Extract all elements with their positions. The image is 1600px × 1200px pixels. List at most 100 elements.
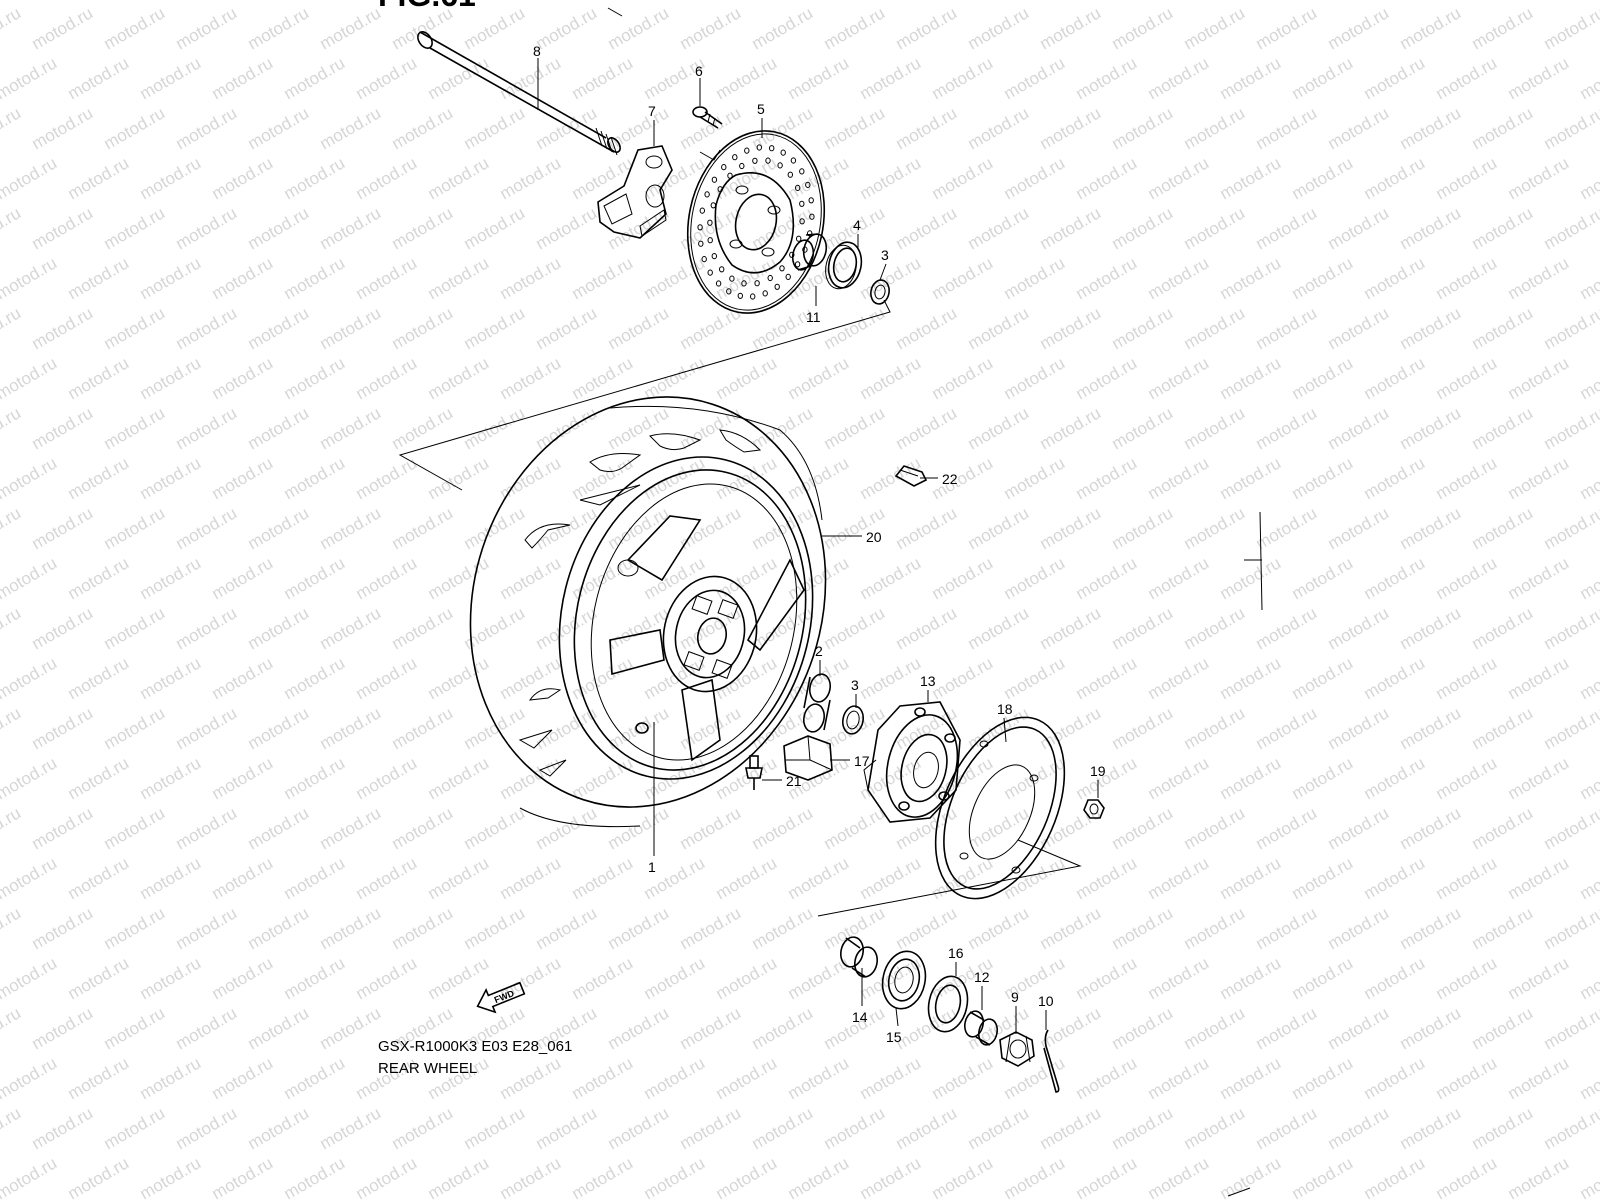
disc-hole bbox=[790, 157, 797, 164]
watermark-text: motod.ru bbox=[713, 953, 781, 1003]
watermark-text: motod.ru bbox=[1289, 153, 1357, 203]
watermark-text: motod.ru bbox=[1253, 703, 1321, 753]
watermark-text: motod.ru bbox=[785, 453, 853, 503]
watermark-text: motod.ru bbox=[1037, 603, 1105, 653]
watermark-text: motod.ru bbox=[1289, 0, 1357, 3]
watermark-text: motod.ru bbox=[569, 153, 637, 203]
watermark-text: motod.ru bbox=[1325, 803, 1393, 853]
watermark-text: motod.ru bbox=[1109, 103, 1177, 153]
watermark-text: motod.ru bbox=[605, 803, 673, 853]
disc-hole bbox=[777, 162, 783, 169]
watermark-text: motod.ru bbox=[929, 153, 997, 203]
watermark-text: motod.ru bbox=[1505, 1153, 1573, 1200]
watermark-text: motod.ru bbox=[1577, 753, 1600, 803]
watermark-text: motod.ru bbox=[65, 0, 133, 3]
figure-title: FIG.61 bbox=[378, 0, 476, 13]
watermark-text: motod.ru bbox=[533, 303, 601, 353]
watermark-text: motod.ru bbox=[785, 253, 853, 303]
watermark-text: motod.ru bbox=[965, 303, 1033, 353]
watermark-text: motod.ru bbox=[1541, 503, 1600, 553]
watermark-text: motod.ru bbox=[1145, 153, 1213, 203]
disc-hole bbox=[715, 280, 722, 287]
watermark-text: motod.ru bbox=[1577, 0, 1600, 3]
watermark-text: motod.ru bbox=[209, 53, 277, 103]
watermark-text: motod.ru bbox=[317, 603, 385, 653]
disc-hole bbox=[704, 191, 710, 198]
watermark-text: motod.ru bbox=[1001, 1153, 1069, 1200]
watermark-text: motod.ru bbox=[1397, 1103, 1465, 1153]
watermark-text: motod.ru bbox=[101, 103, 169, 153]
spacer-11 bbox=[791, 233, 828, 271]
watermark-text: motod.ru bbox=[1109, 503, 1177, 553]
watermark-text: motod.ru bbox=[1505, 0, 1573, 3]
watermark-text: motod.ru bbox=[1361, 0, 1429, 3]
watermark-text: motod.ru bbox=[641, 653, 709, 703]
watermark-text: motod.ru bbox=[1541, 203, 1600, 253]
watermark-text: motod.ru bbox=[1505, 453, 1573, 503]
watermark-text: motod.ru bbox=[461, 303, 529, 353]
watermark-text: motod.ru bbox=[1289, 553, 1357, 603]
watermark-text: motod.ru bbox=[65, 953, 133, 1003]
watermark-text: motod.ru bbox=[137, 1053, 205, 1103]
watermark-text: motod.ru bbox=[857, 0, 925, 3]
callout-16: 16 bbox=[948, 945, 964, 961]
watermark-text: motod.ru bbox=[1109, 703, 1177, 753]
watermark-text: motod.ru bbox=[1181, 403, 1249, 453]
damper-cushion bbox=[783, 735, 833, 781]
watermark-text: motod.ru bbox=[1469, 103, 1537, 153]
watermark-text: motod.ru bbox=[137, 53, 205, 103]
watermark-text: motod.ru bbox=[0, 653, 60, 703]
watermark-text: motod.ru bbox=[317, 1103, 385, 1153]
watermark-text: motod.ru bbox=[461, 803, 529, 853]
watermark-text: motod.ru bbox=[1505, 853, 1573, 903]
watermark-text: motod.ru bbox=[1181, 603, 1249, 653]
watermark-text: motod.ru bbox=[245, 903, 313, 953]
watermark-text: motod.ru bbox=[929, 1153, 997, 1200]
watermark-text: motod.ru bbox=[713, 1153, 781, 1200]
watermark-text: motod.ru bbox=[137, 653, 205, 703]
cotter-pin-10 bbox=[1043, 1029, 1060, 1093]
brake-disc bbox=[686, 130, 826, 314]
watermark-text: motod.ru bbox=[1433, 153, 1501, 203]
watermark-text: motod.ru bbox=[1217, 1153, 1285, 1200]
watermark-text: motod.ru bbox=[173, 203, 241, 253]
watermark-text: motod.ru bbox=[857, 53, 925, 103]
watermark-text: motod.ru bbox=[749, 903, 817, 953]
watermark-text: motod.ru bbox=[0, 253, 60, 303]
watermark-text: motod.ru bbox=[1289, 453, 1357, 503]
disc-hole bbox=[752, 157, 758, 164]
oil-seal-4 bbox=[825, 241, 863, 290]
watermark-text: motod.ru bbox=[1181, 803, 1249, 853]
watermark-text: motod.ru bbox=[1217, 953, 1285, 1003]
watermark-text: motod.ru bbox=[1505, 153, 1573, 203]
watermark-text: motod.ru bbox=[1361, 653, 1429, 703]
disc-hole bbox=[795, 184, 801, 191]
watermark-text: motod.ru bbox=[569, 753, 637, 803]
watermark-text: motod.ru bbox=[1073, 353, 1141, 403]
watermark-text: motod.ru bbox=[1541, 903, 1600, 953]
callout-11: 11 bbox=[806, 309, 821, 325]
watermark-text: motod.ru bbox=[1109, 603, 1177, 653]
watermark-text: motod.ru bbox=[1433, 0, 1501, 3]
watermark-text: motod.ru bbox=[1037, 803, 1105, 853]
disc-hole bbox=[726, 288, 732, 295]
watermark-text: motod.ru bbox=[209, 0, 277, 3]
watermark-text: motod.ru bbox=[1433, 1153, 1501, 1200]
callout-1: 1 bbox=[648, 859, 656, 875]
watermark-text: motod.ru bbox=[281, 953, 349, 1003]
watermark-text: motod.ru bbox=[65, 1053, 133, 1103]
watermark-text: motod.ru bbox=[1253, 1103, 1321, 1153]
watermark-text: motod.ru bbox=[101, 3, 169, 53]
watermark-text: motod.ru bbox=[929, 253, 997, 303]
watermark-text: motod.ru bbox=[461, 1103, 529, 1153]
disc-hole bbox=[707, 237, 713, 244]
watermark-text: motod.ru bbox=[1037, 203, 1105, 253]
watermark-text: motod.ru bbox=[1541, 803, 1600, 853]
watermark-text: motod.ru bbox=[1397, 803, 1465, 853]
watermark-text: motod.ru bbox=[1145, 753, 1213, 803]
watermark-text: motod.ru bbox=[893, 403, 961, 453]
watermark-text: motod.ru bbox=[245, 703, 313, 753]
watermark-text: motod.ru bbox=[1397, 703, 1465, 753]
watermark-text: motod.ru bbox=[677, 3, 745, 53]
watermark-text: motod.ru bbox=[173, 703, 241, 753]
